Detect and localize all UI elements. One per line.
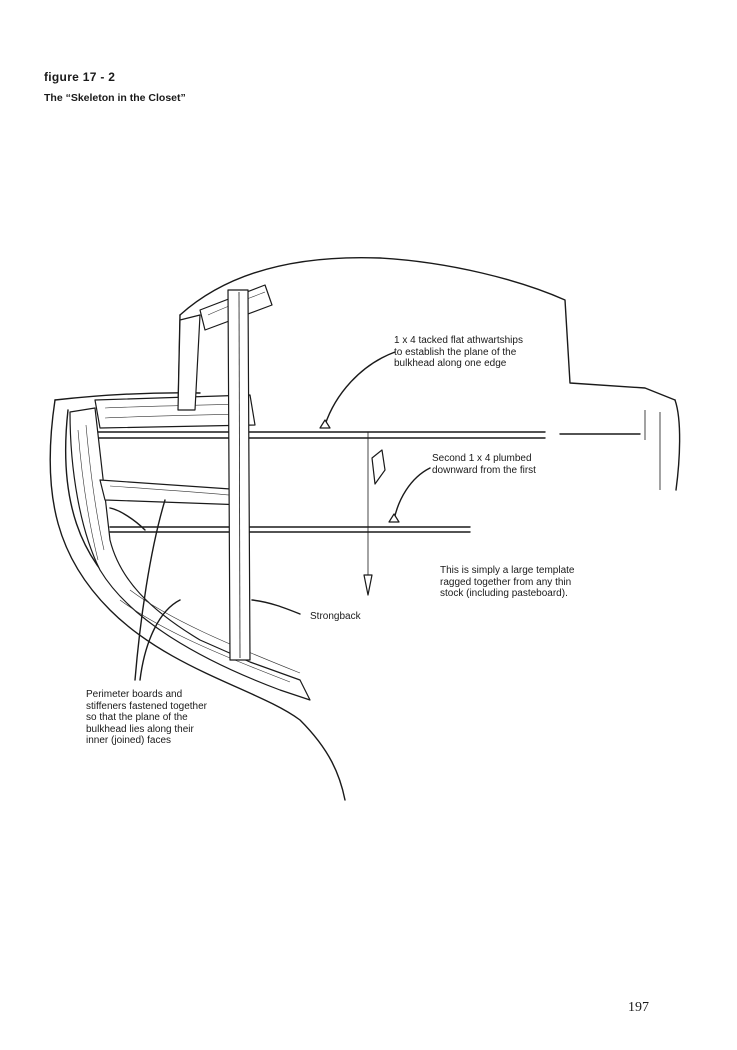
plumbed-batten (109, 526, 471, 533)
figure-number: figure 17 - 2 (44, 70, 116, 84)
callout-plumbed: Second 1 x 4 plumbed downward from the f… (432, 453, 536, 476)
callout-template: This is simply a large template ragged t… (440, 565, 575, 599)
leader-perimeter-1 (134, 499, 166, 681)
hull-outer-curve (49, 399, 346, 801)
perimeter-board-left (69, 407, 311, 701)
clamp (371, 449, 386, 485)
plumb-bob (363, 574, 373, 596)
leader-perimeter-2 (139, 599, 181, 681)
tacked-batten (94, 431, 546, 439)
starboard-side (674, 399, 681, 491)
figure-title: The “Skeleton in the Closet” (44, 92, 186, 104)
leader-strongback (251, 599, 301, 615)
page-number: 197 (628, 1000, 649, 1015)
starboard-inner (644, 410, 661, 490)
strongback-line (238, 291, 241, 659)
strongback (227, 289, 251, 661)
callout-strongback: Strongback (310, 611, 361, 622)
callout-tacked: 1 x 4 tacked flat athwartships to establ… (394, 335, 523, 369)
callout-perimeter: Perimeter boards and stiffeners fastened… (86, 689, 208, 746)
cabin-top-outline (179, 256, 676, 401)
leader-plumbed (393, 467, 431, 521)
leader-tacked (324, 351, 396, 426)
stiffener (99, 479, 246, 506)
upper-board (94, 394, 256, 429)
leader-perimeter-3 (109, 507, 146, 531)
cabin-frame (177, 314, 201, 411)
